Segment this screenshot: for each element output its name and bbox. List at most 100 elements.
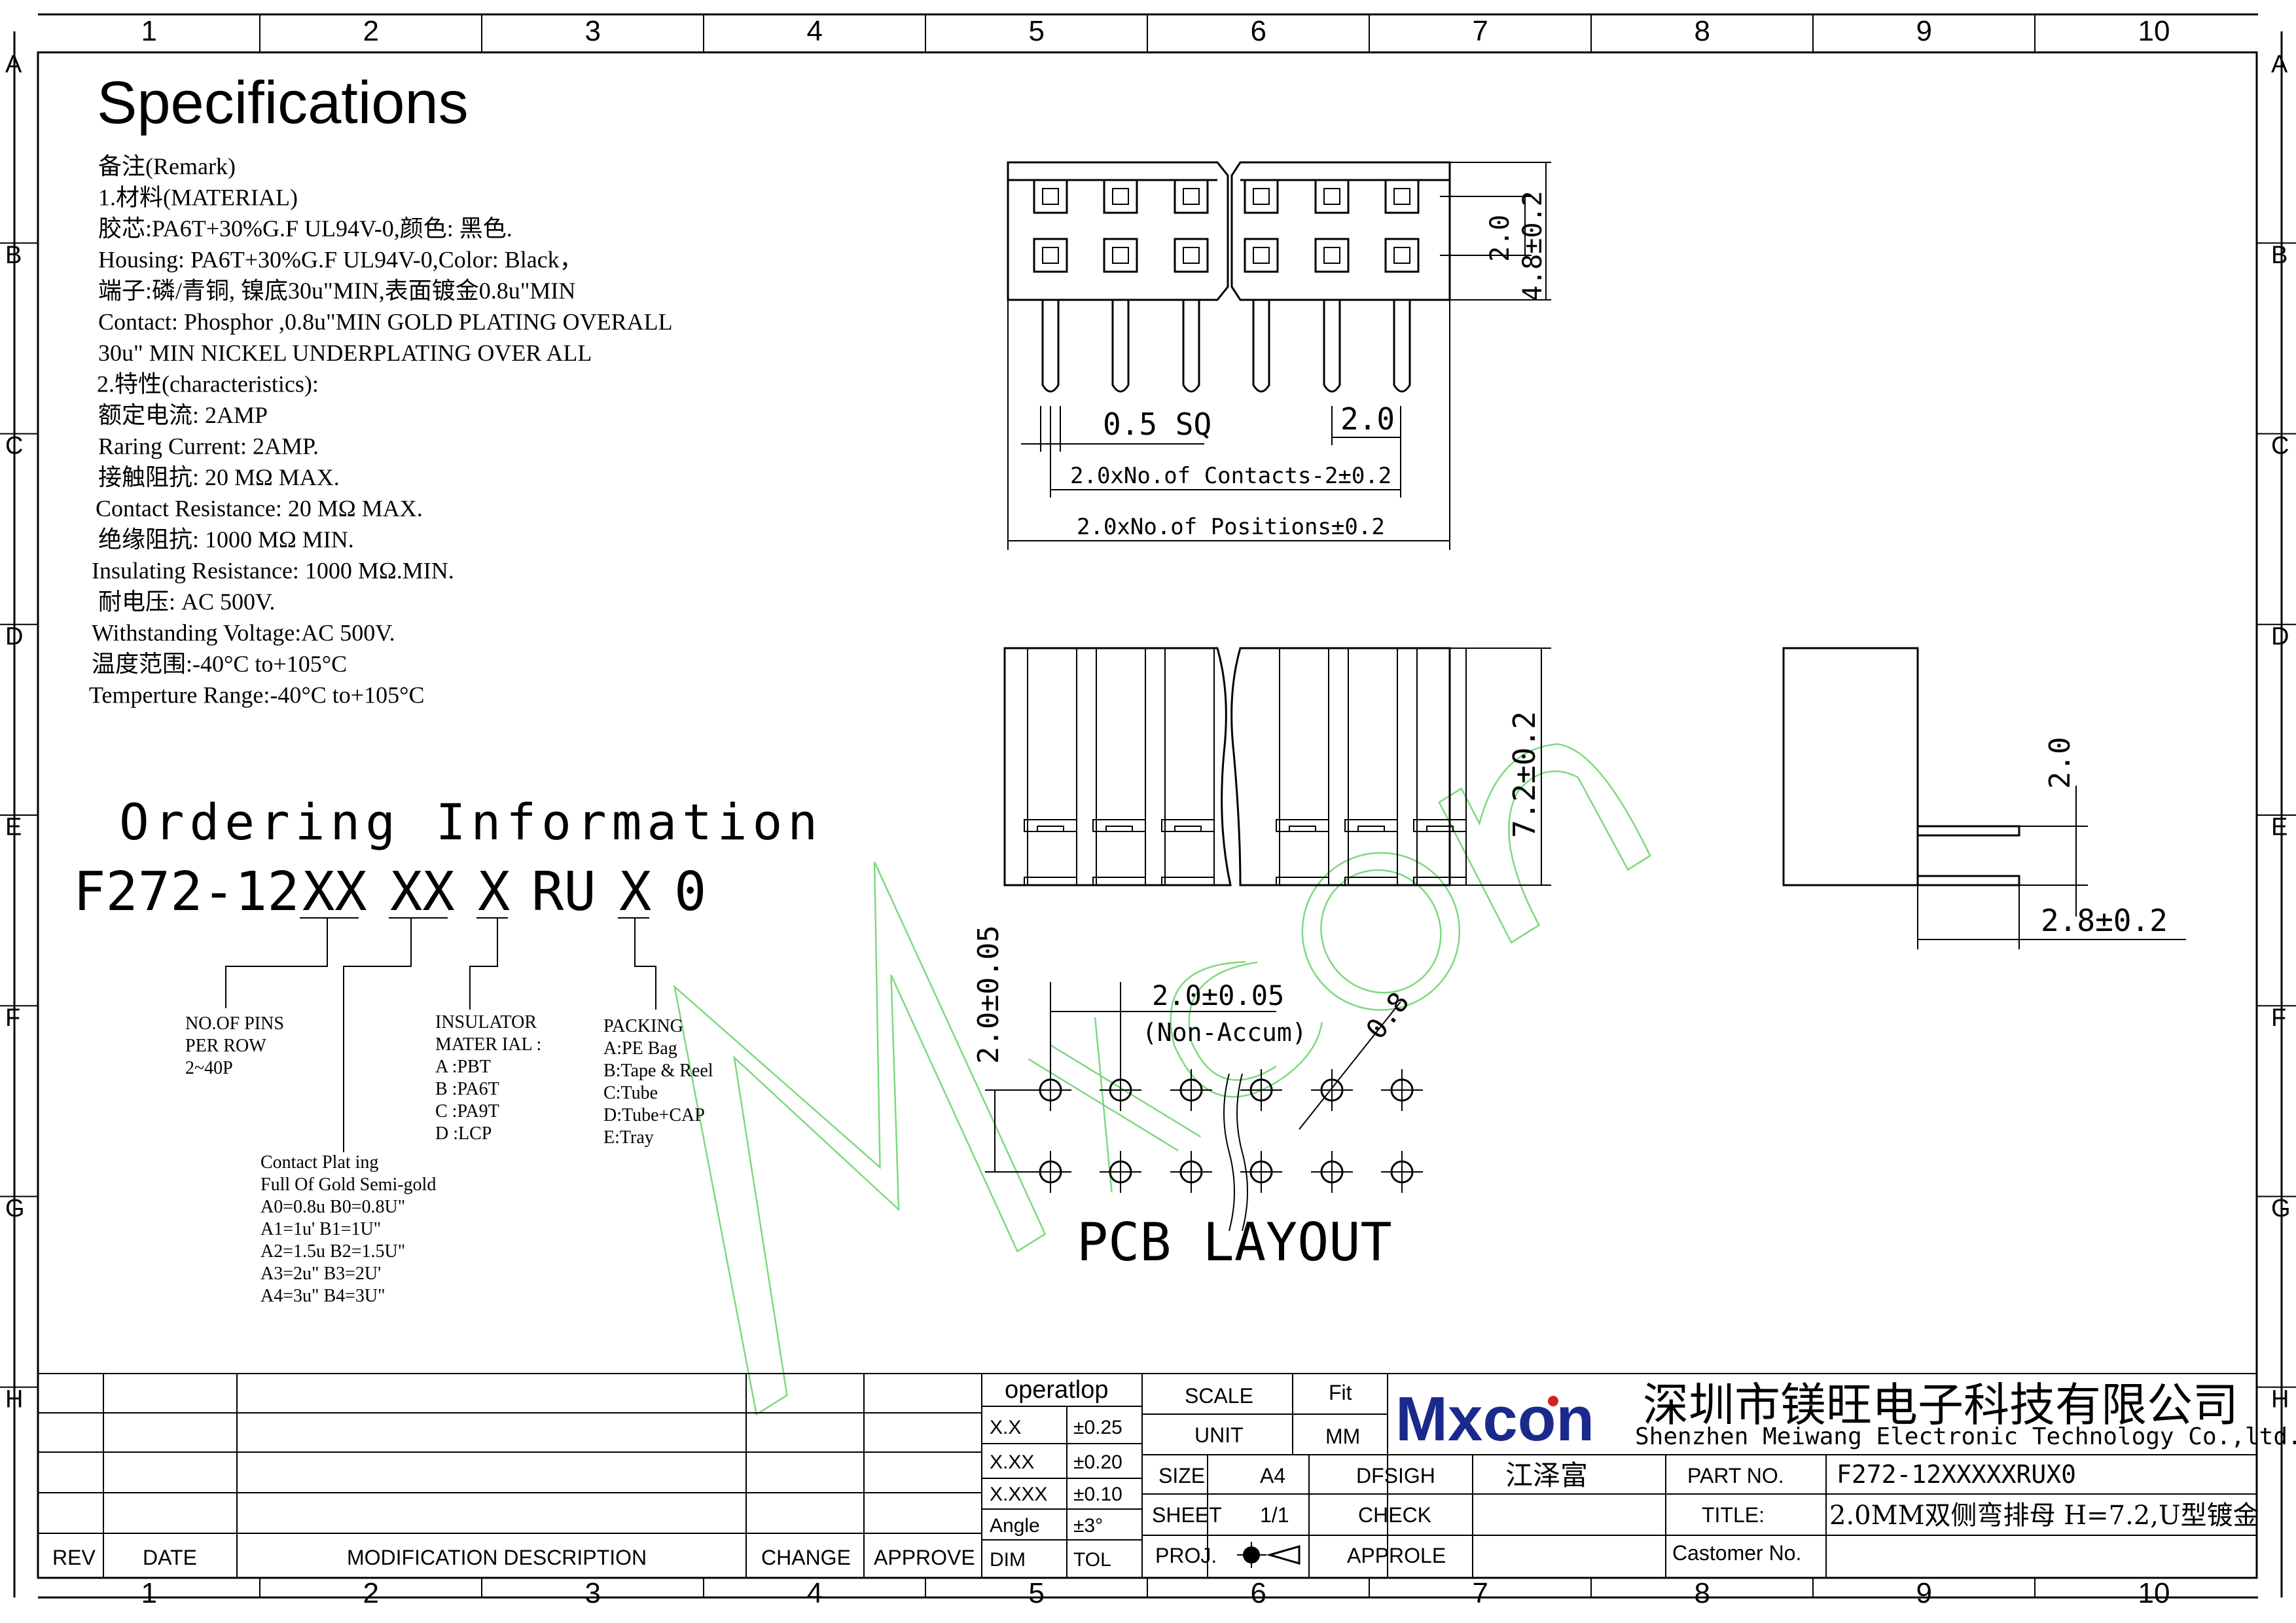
sheet-label: SHEET (1152, 1503, 1222, 1527)
tolerance-dim: X.XX (990, 1451, 1034, 1473)
legend-line: A :PBT (435, 1057, 491, 1077)
front-contact-slot (1161, 648, 1215, 886)
contact-square (1103, 179, 1138, 214)
legend-line: A2=1.5u B2=1.5U" (260, 1241, 405, 1262)
pcb-hole-icon (1100, 1069, 1141, 1111)
pcb-hole-icon (1170, 1151, 1212, 1193)
customer-no-label: Castomer No. (1672, 1541, 1801, 1565)
front-contact-slot (1413, 648, 1467, 886)
contact-square (1033, 238, 1068, 273)
contact-square (1033, 179, 1068, 214)
column-marker-bottom: 2 (363, 1577, 379, 1609)
legend-line: D:Tube+CAP (603, 1105, 705, 1125)
dim-4-8-vertical: 4.8±0.2 (1518, 191, 1548, 301)
dim-pcb-vertical: 2.0±0.05 (972, 925, 1005, 1064)
column-marker-bottom: 9 (1916, 1577, 1932, 1609)
column-marker-top: 3 (585, 15, 601, 47)
contact-square (1244, 179, 1279, 214)
company-logo-dot-icon (1548, 1396, 1558, 1406)
contact-pin (1393, 300, 1411, 393)
legend-line: NO.OF PINS (185, 1013, 284, 1034)
column-marker-bottom: 6 (1251, 1577, 1266, 1609)
ordering-information-block: Ordering Information F272-12 XX XX X RU … (73, 793, 823, 1306)
ordering-title: Ordering Information (119, 793, 823, 851)
row-marker-right: B (2271, 242, 2287, 269)
spec-line: 备注(Remark) (98, 153, 236, 179)
legend-line: E:Tray (603, 1127, 654, 1148)
rev-header: REV (52, 1546, 96, 1569)
company-name-en: Shenzhen Meiwang Electronic Technology C… (1635, 1423, 2296, 1450)
legend-line: PACKING (603, 1016, 683, 1036)
legend-line: A4=3u" B4=3U" (260, 1286, 386, 1306)
front-contact-slot (1344, 648, 1398, 886)
spec-line: 额定电流: 2AMP (98, 402, 268, 428)
row-marker-right: D (2271, 623, 2289, 650)
legend-line: INSULATOR (435, 1012, 537, 1032)
spec-line: 绝缘阻抗: 1000 MΩ MIN. (98, 526, 354, 553)
tolerance-value: ±0.25 (1073, 1417, 1122, 1438)
contact-square (1314, 238, 1350, 273)
approve-header: APPROVE (874, 1546, 975, 1569)
modification-header: MODIFICATION DESCRIPTION (347, 1546, 647, 1569)
dim-side-2-0: 2.0 (2043, 737, 2077, 789)
dim-non-accum: (Non-Accum) (1142, 1018, 1307, 1047)
front-contact-slot (1276, 648, 1329, 886)
row-marker-right: H (2271, 1385, 2289, 1413)
column-marker-top: 4 (807, 15, 823, 47)
spec-line: 端子:磷/青铜, 镍底30u"MIN,表面镀金0.8u"MIN (98, 278, 575, 304)
column-marker-top: 8 (1695, 15, 1710, 47)
watermark-logo (673, 743, 1651, 1416)
dim-pitch-2-0: 2.0 (1340, 401, 1395, 437)
contact-square (1314, 179, 1350, 214)
scale-value: Fit (1329, 1381, 1352, 1404)
contact-square (1103, 238, 1138, 273)
row-marker-right: G (2271, 1195, 2291, 1222)
row-marker-left: E (5, 814, 22, 841)
size-label: SIZE (1158, 1464, 1205, 1487)
column-marker-bottom: 5 (1029, 1577, 1045, 1609)
pcb-hole-icon (1381, 1069, 1423, 1111)
check-label: CHECK (1358, 1503, 1431, 1527)
proj-label: PROJ. (1155, 1544, 1217, 1567)
dim-2-0-vertical: 2.0 (1485, 215, 1515, 262)
change-header: CHANGE (761, 1546, 851, 1569)
scale-label: SCALE (1185, 1384, 1253, 1408)
row-marker-left: C (5, 432, 23, 460)
tolerance-dim: DIM (990, 1549, 1026, 1571)
sheet-value: 1/1 (1260, 1503, 1289, 1527)
column-marker-bottom: 7 (1473, 1577, 1488, 1609)
dim-7-2-vertical: 7.2±0.2 (1507, 711, 1542, 838)
contact-pin (1323, 300, 1341, 393)
legend-line: 2~40P (185, 1058, 233, 1078)
legend-line: C:Tube (603, 1083, 658, 1103)
operatlop-label: operatlop (1005, 1376, 1108, 1404)
tolerance-dim: X.XXX (990, 1484, 1047, 1505)
row-marker-right: F (2271, 1004, 2286, 1032)
ordering-code-prefix: F272-12 (73, 861, 300, 923)
row-marker-right: E (2271, 814, 2287, 841)
spec-line: Withstanding Voltage:AC 500V. (92, 620, 395, 646)
row-marker-left: D (5, 623, 23, 650)
part-no-label: PART NO. (1687, 1464, 1784, 1487)
legend-line: A0=0.8u B0=0.8U" (260, 1197, 405, 1217)
title-label: TITLE: (1702, 1503, 1765, 1527)
dim-side-2-8: 2.8±0.2 (2041, 903, 2168, 938)
column-marker-bottom: 10 (2138, 1577, 2170, 1609)
column-marker-top: 10 (2138, 15, 2170, 47)
column-marker-top: 7 (1473, 15, 1488, 47)
column-marker-top: 9 (1916, 15, 1932, 47)
legend-line: MATER IAL : (435, 1034, 541, 1055)
legend-line: C :PA9T (435, 1101, 499, 1122)
title-block (38, 1373, 2257, 1578)
company-logo: Mxcon (1395, 1384, 1594, 1454)
ordering-code-pins: XX (302, 861, 367, 923)
tolerance-dim: Angle (990, 1515, 1040, 1537)
legend-line: A1=1u' B1=1U" (260, 1219, 381, 1239)
designer-name: 江泽富 (1505, 1459, 1588, 1491)
projection-symbol-icon (1237, 1542, 1300, 1568)
column-marker-top: 6 (1251, 15, 1266, 47)
pcb-hole-icon (1381, 1151, 1423, 1193)
